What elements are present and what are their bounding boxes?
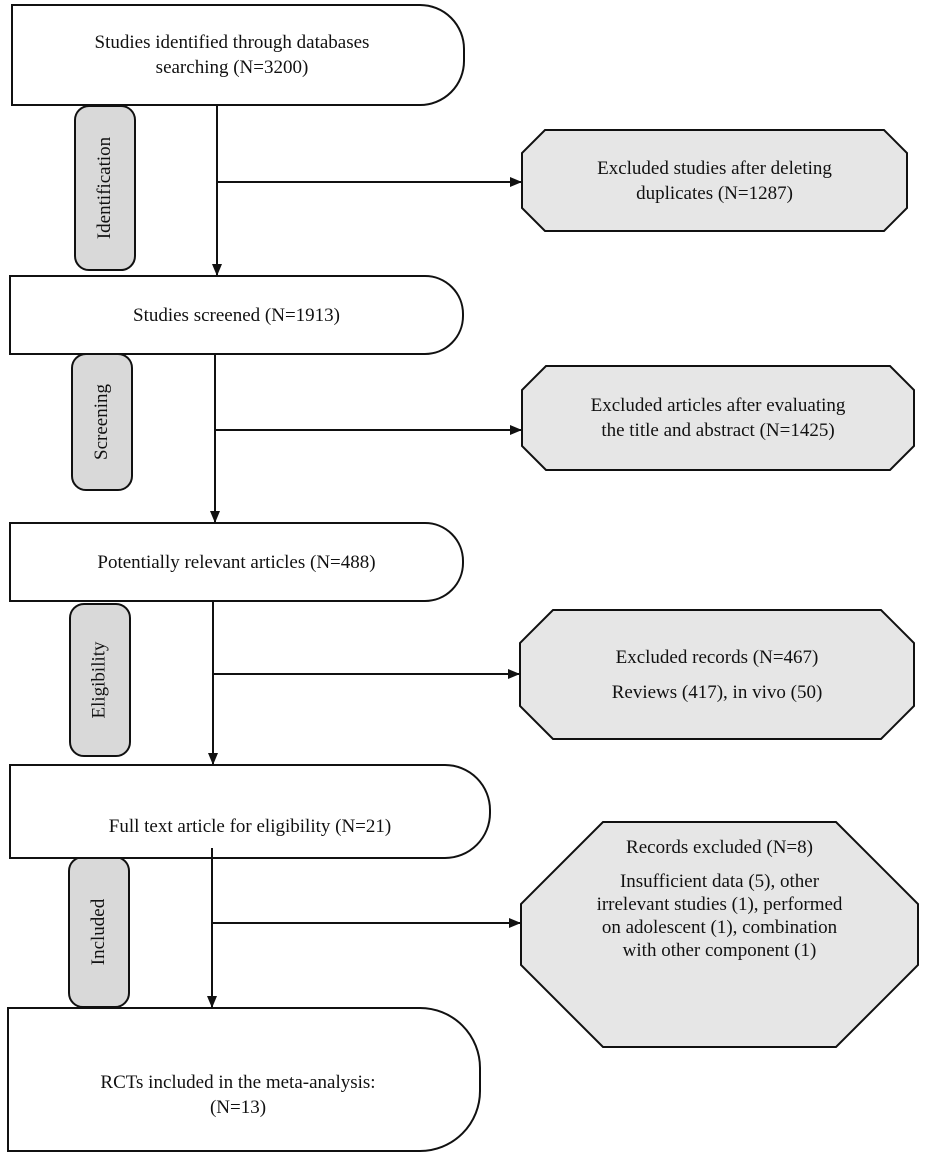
main-box-screened <box>9 275 464 355</box>
main-box-full-text <box>9 764 491 859</box>
exclusion-box-records-excluded <box>520 821 919 1048</box>
main-box-potentially-relevant <box>9 522 464 602</box>
stage-pill-identification <box>74 105 136 271</box>
exclusion-box-records <box>519 609 915 740</box>
main-box-identified <box>11 4 465 106</box>
main-box-included <box>7 1007 481 1152</box>
stage-pill-eligibility <box>69 603 131 757</box>
stage-pill-included <box>68 856 130 1008</box>
exclusion-box-duplicates <box>521 129 908 232</box>
stage-pill-screening <box>71 353 133 491</box>
exclusion-box-title-abstract <box>521 365 915 471</box>
